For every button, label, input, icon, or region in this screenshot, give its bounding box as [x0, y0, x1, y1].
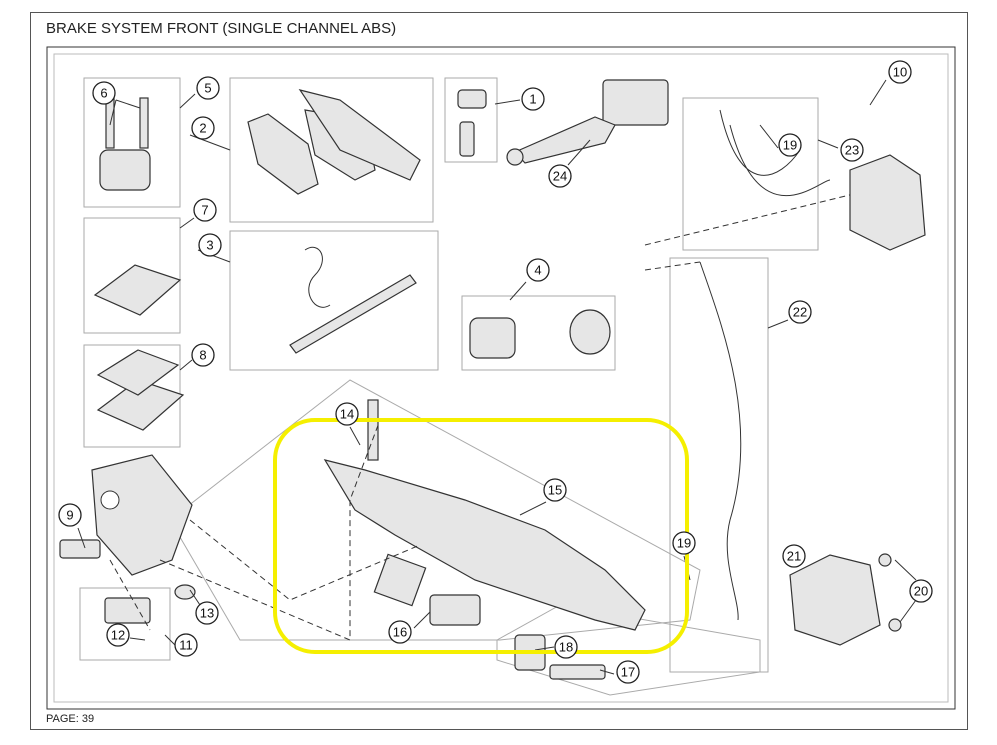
- callout-19-upper: 19: [778, 133, 802, 157]
- svg-text:10: 10: [893, 65, 907, 80]
- boots: [469, 309, 611, 359]
- reservoir-cap: [93, 97, 185, 431]
- svg-text:12: 12: [111, 628, 125, 643]
- callout-14: 14: [335, 402, 359, 426]
- bleed-screw: [457, 89, 487, 157]
- svg-text:19: 19: [783, 138, 797, 153]
- callout-8: 8: [191, 343, 215, 367]
- callout-7: 7: [193, 198, 217, 222]
- callouts: 1 2 3 4 5 6 7 8 9 10 11 12 13 14 15 16 1…: [58, 60, 933, 684]
- svg-text:14: 14: [340, 407, 354, 422]
- assembly-dashed-lines: [109, 419, 421, 641]
- svg-text:19: 19: [677, 536, 691, 551]
- callout-10: 10: [888, 60, 912, 84]
- abs-modulator: [849, 154, 926, 251]
- callout-21: 21: [782, 544, 806, 568]
- svg-text:20: 20: [914, 584, 928, 599]
- page-number: PAGE: 39: [46, 713, 95, 725]
- brake-caliper: [789, 553, 902, 646]
- callout-9: 9: [58, 503, 82, 527]
- brake-pads: [247, 89, 421, 195]
- callout-13: 13: [195, 601, 219, 625]
- part-group-boxes: [79, 77, 819, 696]
- svg-text:13: 13: [200, 606, 214, 621]
- diagram-title: BRAKE SYSTEM FRONT (SINGLE CHANNEL ABS): [46, 20, 397, 37]
- svg-text:15: 15: [548, 483, 562, 498]
- callout-22: 22: [788, 300, 812, 324]
- svg-text:16: 16: [393, 625, 407, 640]
- callout-2: 2: [191, 116, 215, 140]
- callout-20: 20: [909, 579, 933, 603]
- callout-5: 5: [196, 76, 220, 100]
- callout-6: 6: [92, 81, 116, 105]
- callout-3: 3: [198, 233, 222, 257]
- svg-text:18: 18: [559, 640, 573, 655]
- callout-1: 1: [521, 87, 545, 111]
- brake-lever: [323, 399, 646, 680]
- svg-text:3: 3: [206, 238, 213, 253]
- svg-text:6: 6: [100, 86, 107, 101]
- callout-12: 12: [106, 623, 130, 647]
- svg-text:21: 21: [787, 549, 801, 564]
- inner-frame-light: [53, 53, 949, 703]
- brake-hoses: [644, 109, 871, 621]
- callout-17: 17: [616, 660, 640, 684]
- svg-text:1: 1: [529, 92, 536, 107]
- callout-15: 15: [543, 478, 567, 502]
- page-frame: [30, 12, 968, 730]
- pin-and-clips: [289, 247, 417, 354]
- inner-frame: [46, 46, 956, 710]
- callout-19-lower: 19: [672, 531, 696, 555]
- callout-16: 16: [388, 620, 412, 644]
- svg-text:5: 5: [204, 81, 211, 96]
- svg-text:8: 8: [199, 348, 206, 363]
- svg-text:24: 24: [553, 169, 567, 184]
- svg-text:4: 4: [534, 263, 541, 278]
- callout-23: 23: [840, 138, 864, 162]
- svg-text:2: 2: [199, 121, 206, 136]
- svg-text:11: 11: [179, 638, 193, 653]
- svg-text:17: 17: [621, 665, 635, 680]
- master-cylinder-top: [506, 79, 669, 166]
- callout-11: 11: [174, 633, 198, 657]
- master-cylinder: [59, 454, 196, 624]
- callout-18: 18: [554, 635, 578, 659]
- svg-text:9: 9: [66, 508, 73, 523]
- callout-24: 24: [548, 164, 572, 188]
- callout-4: 4: [526, 258, 550, 282]
- svg-text:23: 23: [845, 143, 859, 158]
- svg-text:7: 7: [201, 203, 208, 218]
- svg-text:22: 22: [793, 305, 807, 320]
